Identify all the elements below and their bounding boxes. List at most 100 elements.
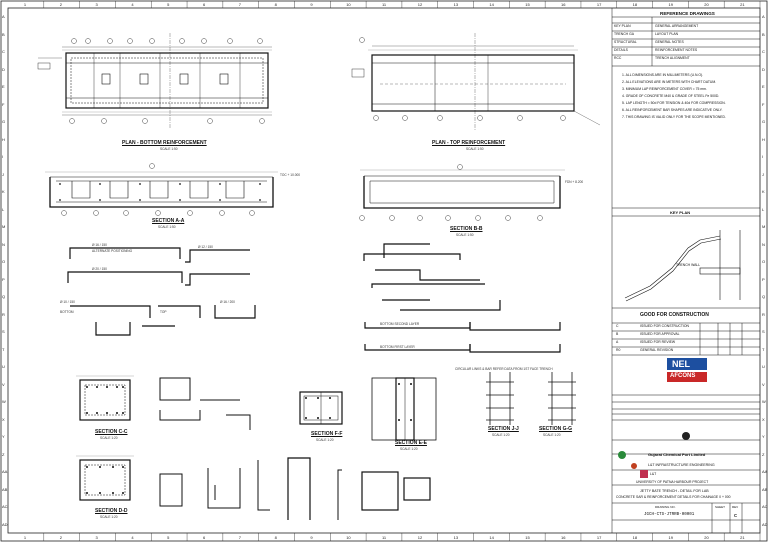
section-ff-title: SECTION F-F [311,431,343,437]
row-letter-left: K [2,189,5,195]
row-letter-right: N [762,241,765,247]
row-letter-right: A [762,14,765,20]
row-letter-right: O [762,259,766,265]
revision-description: ISSUED FOR APPROVAL [640,332,680,336]
row-letter-left: V [2,381,5,387]
column-number-top: 1 [23,2,27,7]
section-bb-drawing [359,164,561,221]
row-letter-right: K [762,189,765,195]
column-number-bottom: 9 [310,535,313,540]
column-number-bottom: 16 [561,535,566,540]
top-label: TOP [160,310,167,314]
client-logo-mark [618,451,648,478]
row-letter-right: X [762,416,765,422]
contractor-sub-logo: AFCONS [670,373,696,379]
row-letter-left: C [2,49,5,55]
column-number-top: 19 [668,2,673,7]
key-plan-label: KEY PLAN [670,210,691,215]
row-letter-right: T [762,346,765,352]
section-aa-title: SECTION A-A [152,218,185,224]
column-number-bottom: 10 [346,535,351,540]
column-number-bottom: 4 [131,535,134,540]
row-letter-right: W [762,399,766,405]
bottom-label: BOTTOM [60,310,74,314]
row-letter-right: C [762,49,765,55]
row-letter-left: Z [2,451,5,457]
bar-note-5: Ø 16 / 200 [220,300,235,304]
row-letter-left: N [2,241,5,247]
ref-title: TRENCH ALIGNMENT [655,56,690,60]
row-letter-left: A [2,14,5,20]
drawing-no-label: DRAWING NO. [655,505,676,509]
row-letter-right: R [762,311,765,317]
rev-label: REV [732,505,739,509]
section-ff-scale: SCALE 1:20 [316,438,334,442]
section-dd-title: SECTION D-D [95,508,128,514]
bottom-second-layer-label: BOTTOM SECOND LAYER [380,322,420,326]
row-letter-left: E [2,84,5,90]
row-letter-left: I [2,154,4,160]
section-ee-scale: SCALE 1:20 [400,447,418,451]
row-letter-left: X [2,416,5,422]
row-letter-left: Y [2,434,5,440]
note-line: 1. ALL DIMENSIONS ARE IN MILLIMETERS (U.… [622,73,704,77]
row-letter-left: Q [2,294,6,300]
seal-mark [682,432,690,440]
section-cc-scale: SCALE 1:20 [100,436,118,440]
row-letter-left: AB [2,486,8,492]
row-letter-left: G [2,119,6,125]
bar-shapes-center [363,243,561,353]
inner-border [7,7,761,534]
column-number-top: 16 [561,2,566,7]
row-letter-right: P [762,276,765,282]
ref-title: REINFORCEMENT NOTES [655,48,698,52]
row-letter-left: O [2,259,6,265]
bar-note-1: Ø 16 / 150 [92,243,107,247]
revision-description: ISSUED FOR REVIEW [640,340,676,344]
section-dd-scale: SCALE 1:20 [100,515,118,519]
section-aa-scale: SCALE 1:50 [158,225,176,229]
ref-code: DETAILS [614,48,628,52]
bar-note-4: Ø 10 / 150 [60,300,75,304]
client-name: Gujarat Chemical Port Limited [648,452,706,457]
contractor-logo: NEL [672,359,690,369]
row-letter-right: M [762,224,766,230]
plan-bottom-scale: SCALE 1:50 [160,147,178,151]
revision-letter: C [734,513,738,518]
ref-code: RCC [614,56,622,60]
circular-links-note: CIRCULAR LINKS & BAR REFER DATA FROM 1ST… [455,367,553,371]
row-letter-left: AD [2,521,8,527]
column-number-bottom: 18 [632,535,638,540]
revision-code: R0 [616,348,621,352]
column-number-bottom: 6 [202,535,206,540]
note-line: 2. ALL ELEVATIONS ARE IN METERS WITH CHA… [622,80,717,84]
revision-code: C [616,324,619,328]
ref-title: LAYOUT PLAN [655,32,679,36]
revision-code: A [616,340,619,344]
column-number-bottom: 7 [238,535,241,540]
row-letter-left: S [2,329,5,335]
project-line: UNIVERSITY OF PATNA HARBOUR PROJECT [636,480,709,484]
border-ticks [43,1,761,541]
row-letter-left: B [2,31,5,37]
row-letter-left: R [2,311,5,317]
section-cc-title: SECTION C-C [95,429,128,435]
bar-shapes-left [67,247,256,336]
row-letter-right: I [762,154,764,160]
revision-description: GENERAL REVISION [640,348,674,352]
drawing-title-2: CONCRETE SAR & REINFORCEMENT DETAILS FOR… [616,495,731,499]
column-number-top: 17 [596,2,602,7]
row-letter-right: H [762,136,765,142]
column-number-bottom: 11 [382,535,387,540]
row-letter-right: AB [762,486,768,492]
title-block-frame [611,8,760,533]
revision-description: ISSUED FOR CONSTRUCTION [640,324,689,328]
row-letter-right: Y [762,434,765,440]
section-gg-scale: SCALE 1:20 [543,433,561,437]
plan-top-title: PLAN - TOP REINFORCEMENT [432,140,506,146]
row-letter-left: J [2,171,4,177]
row-letter-left: AA [2,469,8,475]
bar-note-3: Ø 12 / 150 [198,245,213,249]
column-number-top: 18 [632,2,638,7]
